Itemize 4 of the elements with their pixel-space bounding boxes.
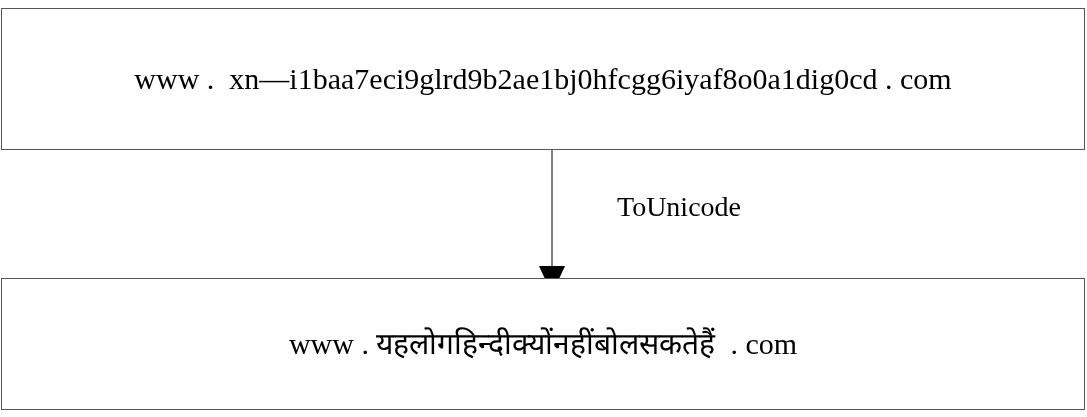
domain-text: www . यहलोगहिन्दीक्योंनहींबोलसकतेहैं . com: [288, 326, 798, 362]
text-box: [1, 8, 1085, 150]
domain-text: www . xn—i1baa7eci9glrd9b2ae1bj0hfcgg6iyaf8o0a1dig0cd . com: [134, 61, 952, 97]
text-box: [1, 278, 1085, 410]
